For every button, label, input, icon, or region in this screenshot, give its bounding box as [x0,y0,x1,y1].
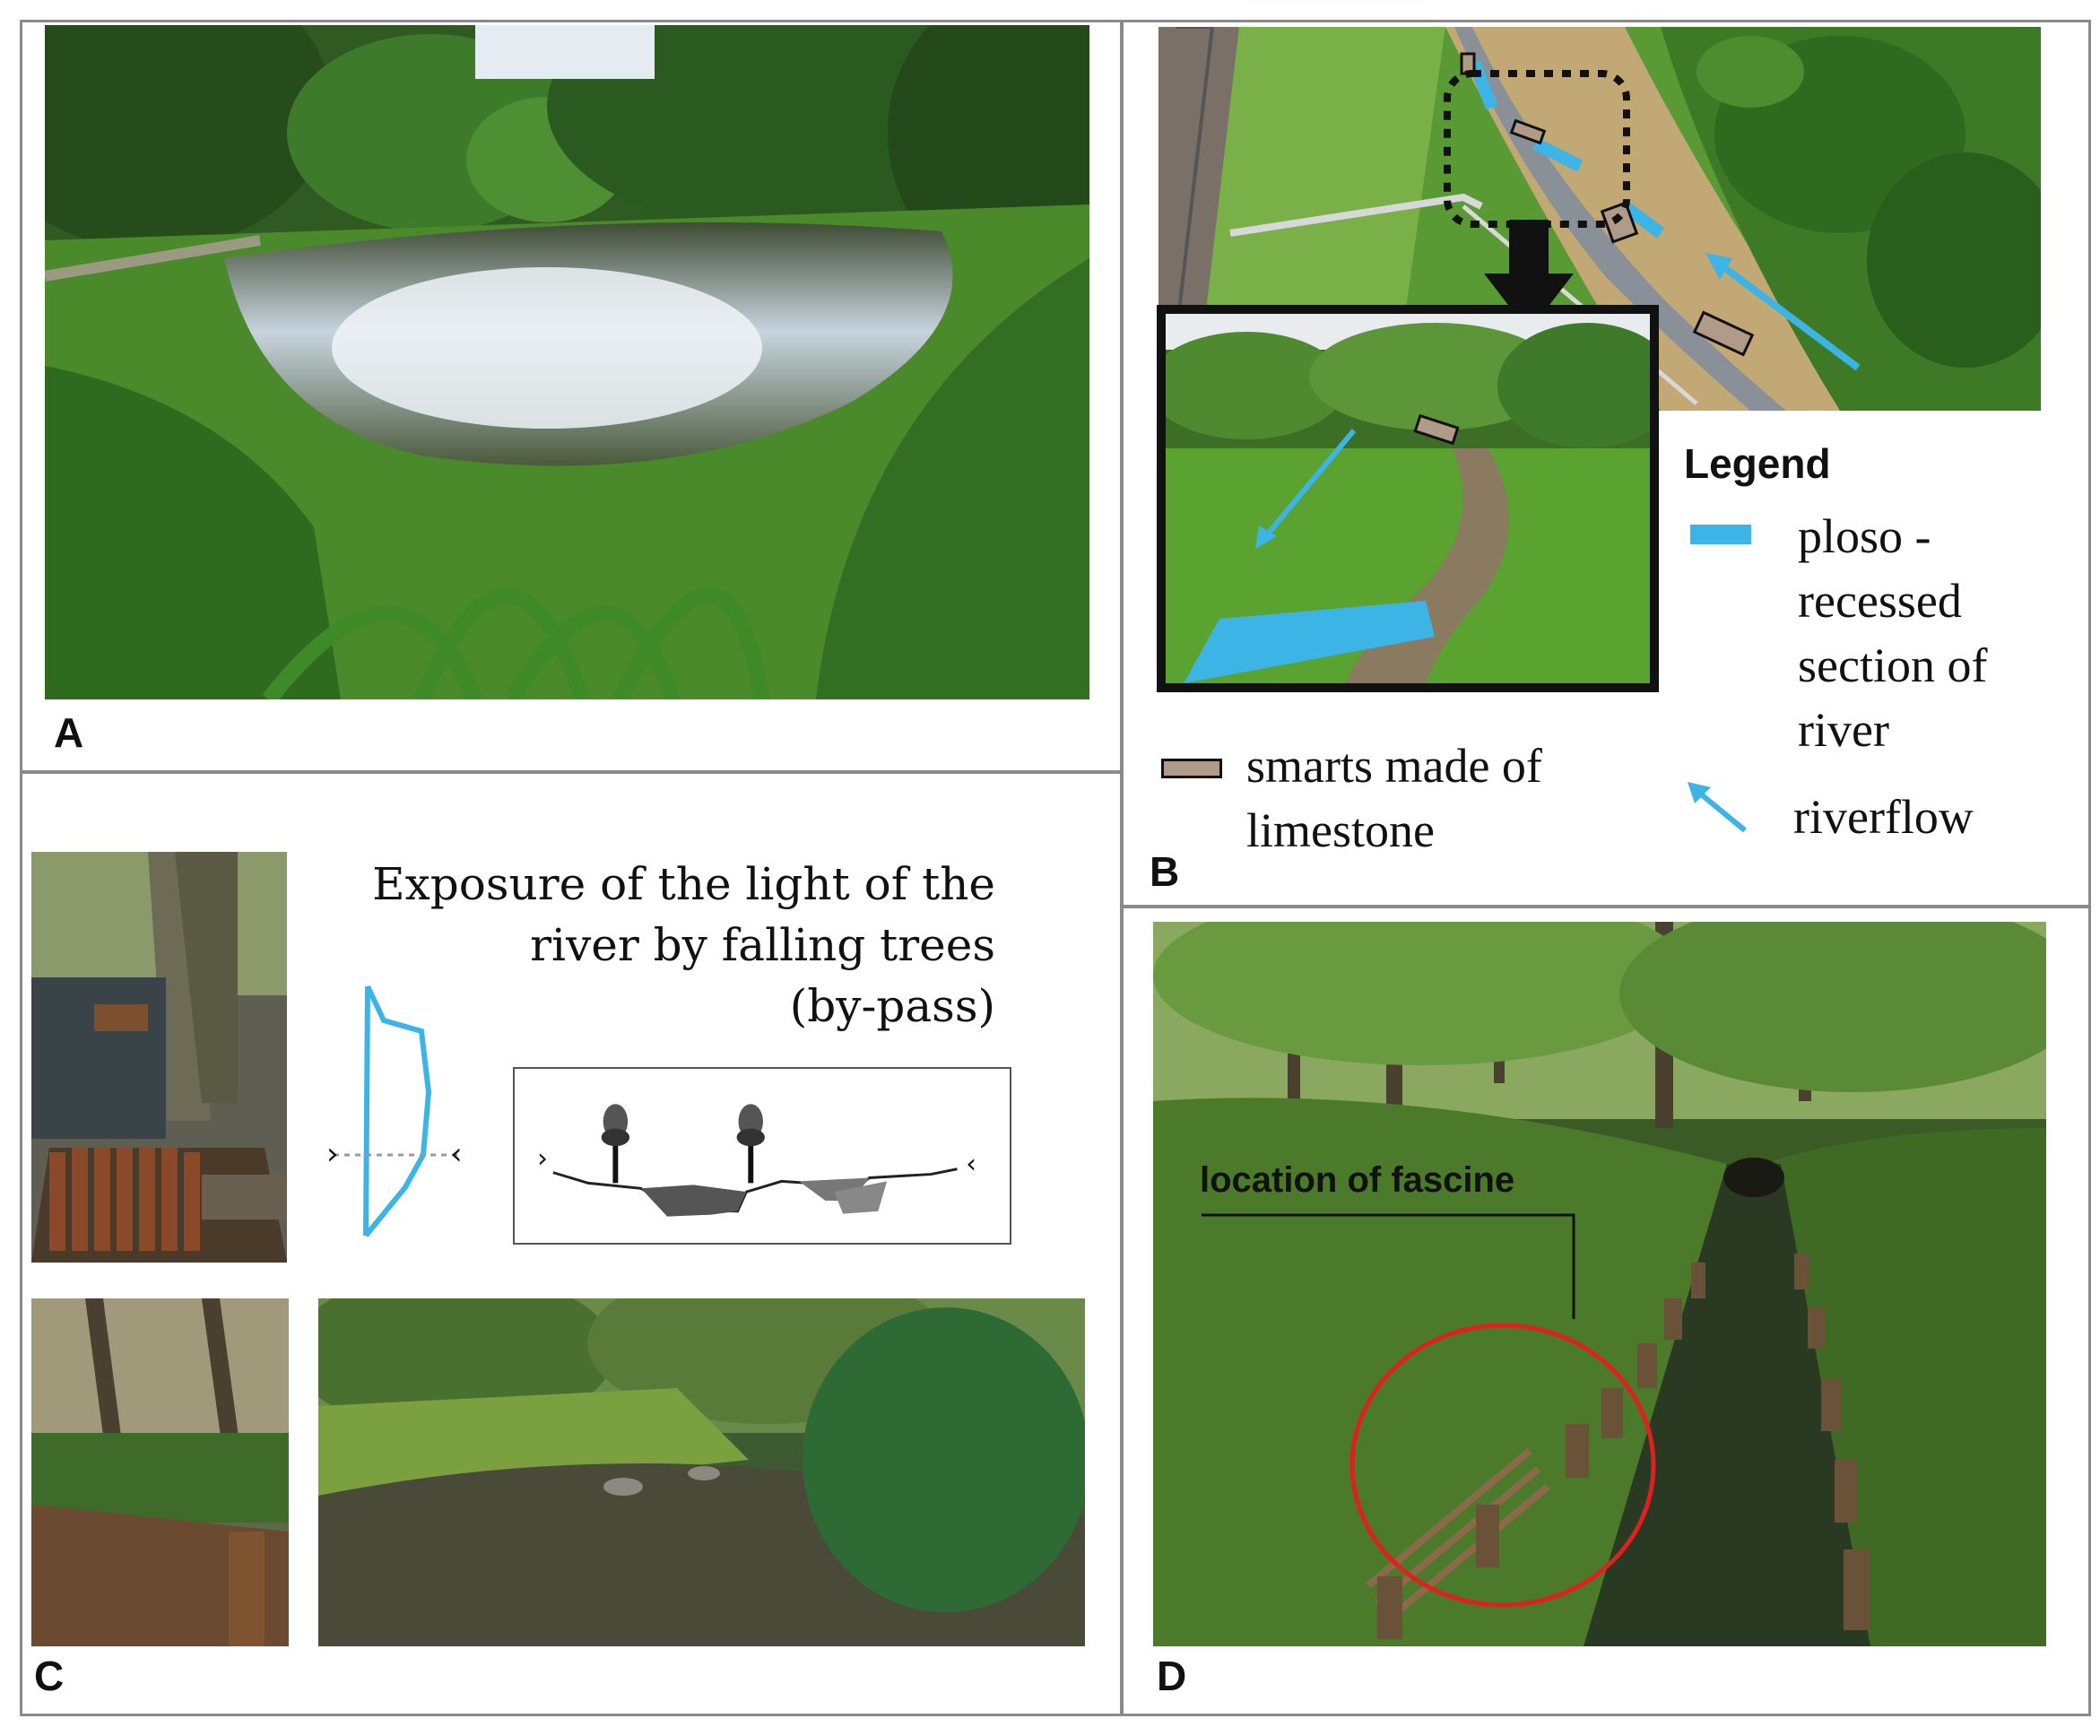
panel-letter-a: A [54,709,84,756]
down-arrow-icon [1484,220,1574,332]
legend-title: Legend [1684,440,1831,487]
forest-river-photo-wide [318,1298,1085,1646]
river-park-photo [45,25,1089,699]
riverflow-arrow-icon [1686,780,1749,834]
fascine-channel-photo [1153,922,2046,1646]
panel-frame-d [1121,906,2091,1716]
fascine-location-circle [1349,1322,1657,1609]
legend-ploso-label: ploso - recessed section of river [1798,509,1988,757]
cross-section-diagram: › ‹ [513,1067,1011,1245]
panel-letter-c: C [34,1653,65,1699]
svg-text:›: › [326,1136,339,1172]
inset-channel-photo [1157,305,1659,692]
forest-river-photo-small [31,1298,289,1646]
fascine-label: location of fascine [1200,1160,1515,1200]
ploso-swatch [1690,525,1751,544]
svg-text:›: › [537,1143,548,1174]
smarts-label: smarts made of limestone [1246,739,1542,857]
fascine-callout-line [1202,1213,1578,1319]
river-plan-diagram: › ‹ [323,985,475,1245]
svg-text:‹: ‹ [450,1136,463,1172]
panel-letter-b: B [1150,848,1180,895]
panel-letter-d: D [1157,1653,1187,1699]
limestone-swatch [1161,759,1222,778]
legend-riverflow-label: riverflow [1793,790,1974,844]
fallen-tree-river-photo [31,852,287,1263]
exposure-caption: Exposure of the light of the river by fa… [372,858,995,1032]
svg-text:‹: ‹ [966,1149,976,1179]
